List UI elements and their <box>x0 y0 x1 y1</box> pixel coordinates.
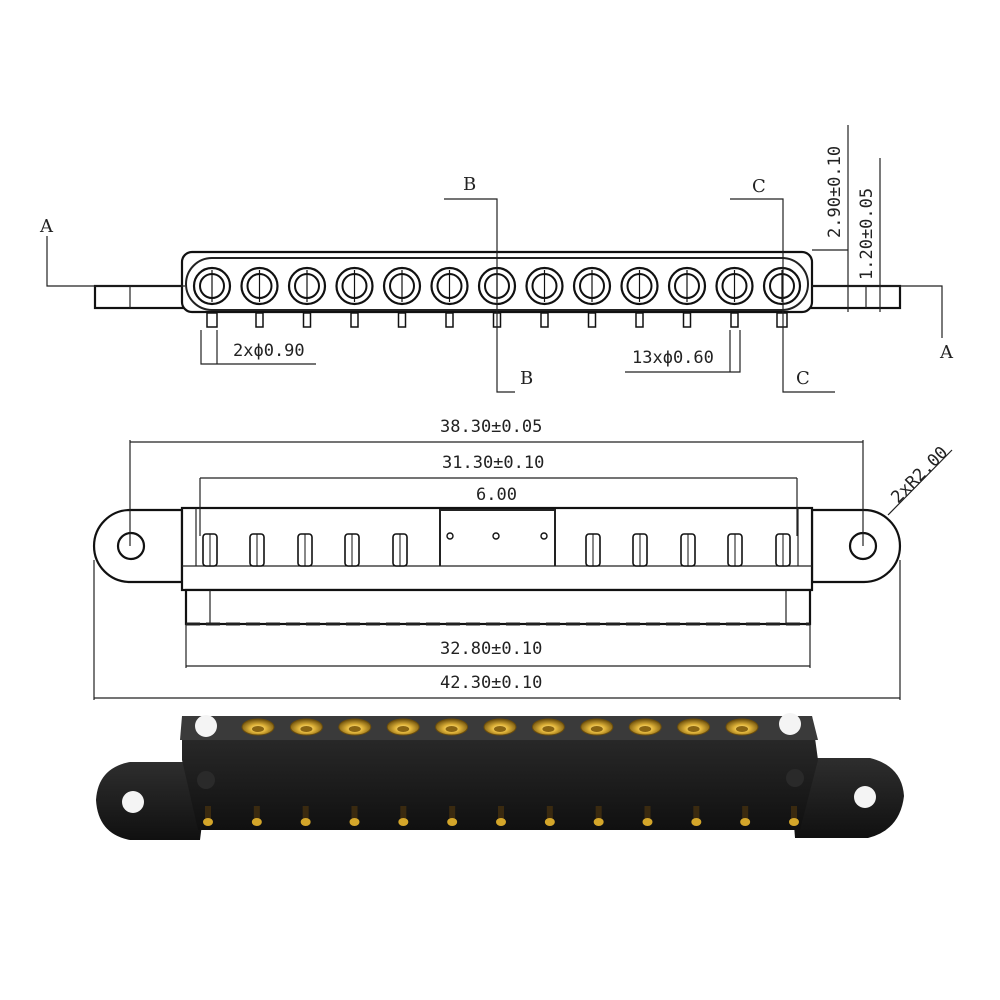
top-pin-leg <box>587 312 597 328</box>
photo-leg-stem <box>595 806 602 820</box>
photo-leg-tip <box>544 818 555 826</box>
photo-leg-stem <box>546 806 553 820</box>
pin-span-dim: 31.30±0.10 <box>442 453 544 473</box>
section-a-left-label: A <box>39 216 54 237</box>
photo-pin-center <box>397 726 410 732</box>
photo-pin-center <box>687 726 700 732</box>
side-view: 38.30±0.05 31.30±0.10 6.00 2xR2.00 32.80… <box>92 417 953 700</box>
top-pin-leg <box>682 312 692 328</box>
photo-pin-center <box>639 726 652 732</box>
height-flange-dim: 1.20±0.05 <box>857 188 877 280</box>
photo-leg-tip <box>251 818 262 826</box>
photo-leg-tip <box>398 818 409 826</box>
top-pin-leg <box>540 312 549 328</box>
radius-dim: 2xR2.00 <box>887 443 952 508</box>
overall-length-dim: 42.30±0.10 <box>440 673 542 693</box>
photo-body <box>182 716 818 830</box>
top-pin-leg <box>445 312 454 328</box>
hole-pitch-dim: 38.30±0.05 <box>440 417 542 437</box>
photo-right-flange <box>792 758 904 838</box>
photo-pin-row <box>241 718 759 736</box>
side-pin-row <box>202 532 791 567</box>
top-pin-leg <box>255 312 264 328</box>
photo-left-post-hole <box>195 715 217 737</box>
side-center-pin <box>540 532 548 540</box>
photo-leg-stem <box>253 806 260 820</box>
photo-leg-row <box>203 806 799 826</box>
section-b-top-label: B <box>463 174 476 195</box>
photo-right-post-hole <box>779 713 801 735</box>
section-a-right-label: A <box>939 342 954 363</box>
photo-leg-stem <box>742 806 749 820</box>
photo-leg-tip <box>447 818 458 826</box>
photo-leg-tip <box>203 818 213 826</box>
section-b-bottom-label: B <box>520 368 533 389</box>
photo-pin-center <box>736 726 748 732</box>
photo-leg-stem <box>791 806 797 820</box>
side-center-pin <box>446 532 454 540</box>
photo-leg-tip <box>496 818 506 826</box>
photo-right-hole <box>854 786 876 808</box>
section-c-top-label: C <box>752 176 766 197</box>
photo-leg-stem <box>693 806 700 820</box>
side-skirt <box>184 588 812 626</box>
photo-leg-stem <box>400 806 407 820</box>
top-pin-leg <box>730 312 739 328</box>
top-pin-leg <box>206 312 218 328</box>
product-photo <box>96 713 904 840</box>
photo-leg-stem <box>644 806 651 820</box>
photo-leg-tip <box>691 818 702 826</box>
photo-leg-tip <box>740 818 751 826</box>
height-total-dim: 2.90±0.10 <box>825 146 845 238</box>
photo-pin-center <box>590 726 603 732</box>
photo-left-hole <box>122 791 144 813</box>
top-pin-leg <box>776 312 788 328</box>
top-pin-leg <box>635 312 644 328</box>
gap-dim: 6.00 <box>476 485 517 505</box>
photo-leg-stem <box>498 806 504 820</box>
photo-pin-center <box>494 726 506 732</box>
side-center-pin <box>492 532 500 540</box>
top-pin-leg <box>397 312 407 328</box>
top-pin-leg <box>350 312 359 328</box>
top-view: A A B B C C 2xϕ0.90 13xϕ0.60 2.90±0.10 1… <box>39 125 954 393</box>
photo-leg-tip <box>593 818 604 826</box>
photo-leg-stem <box>449 806 456 820</box>
section-c-bottom-label: C <box>796 368 810 389</box>
top-pin-row <box>192 266 802 306</box>
photo-leg-tip <box>789 818 799 826</box>
photo-leg-stem <box>302 806 309 820</box>
photo-pin-center <box>348 726 361 732</box>
photo-pin-center <box>300 726 313 732</box>
top-right-flange <box>808 284 902 310</box>
photo-leg-stem <box>205 806 211 820</box>
photo-pin-center <box>542 726 555 732</box>
pin-diameter-dim: 13xϕ0.60 <box>632 348 714 368</box>
photo-leg-tip <box>349 818 360 826</box>
photo-leg-stem <box>351 806 358 820</box>
top-left-flange <box>93 284 187 310</box>
side-body <box>180 506 814 592</box>
photo-leg-tip <box>642 818 653 826</box>
post-diameter-dim: 2xϕ0.90 <box>233 341 305 361</box>
photo-pin-center <box>252 726 264 732</box>
photo-left-flange <box>96 762 205 840</box>
side-left-hole <box>116 531 146 561</box>
body-length-dim: 32.80±0.10 <box>440 639 542 659</box>
photo-pin-center <box>445 726 458 732</box>
top-pin-leg <box>302 312 312 328</box>
photo-leg-tip <box>300 818 311 826</box>
